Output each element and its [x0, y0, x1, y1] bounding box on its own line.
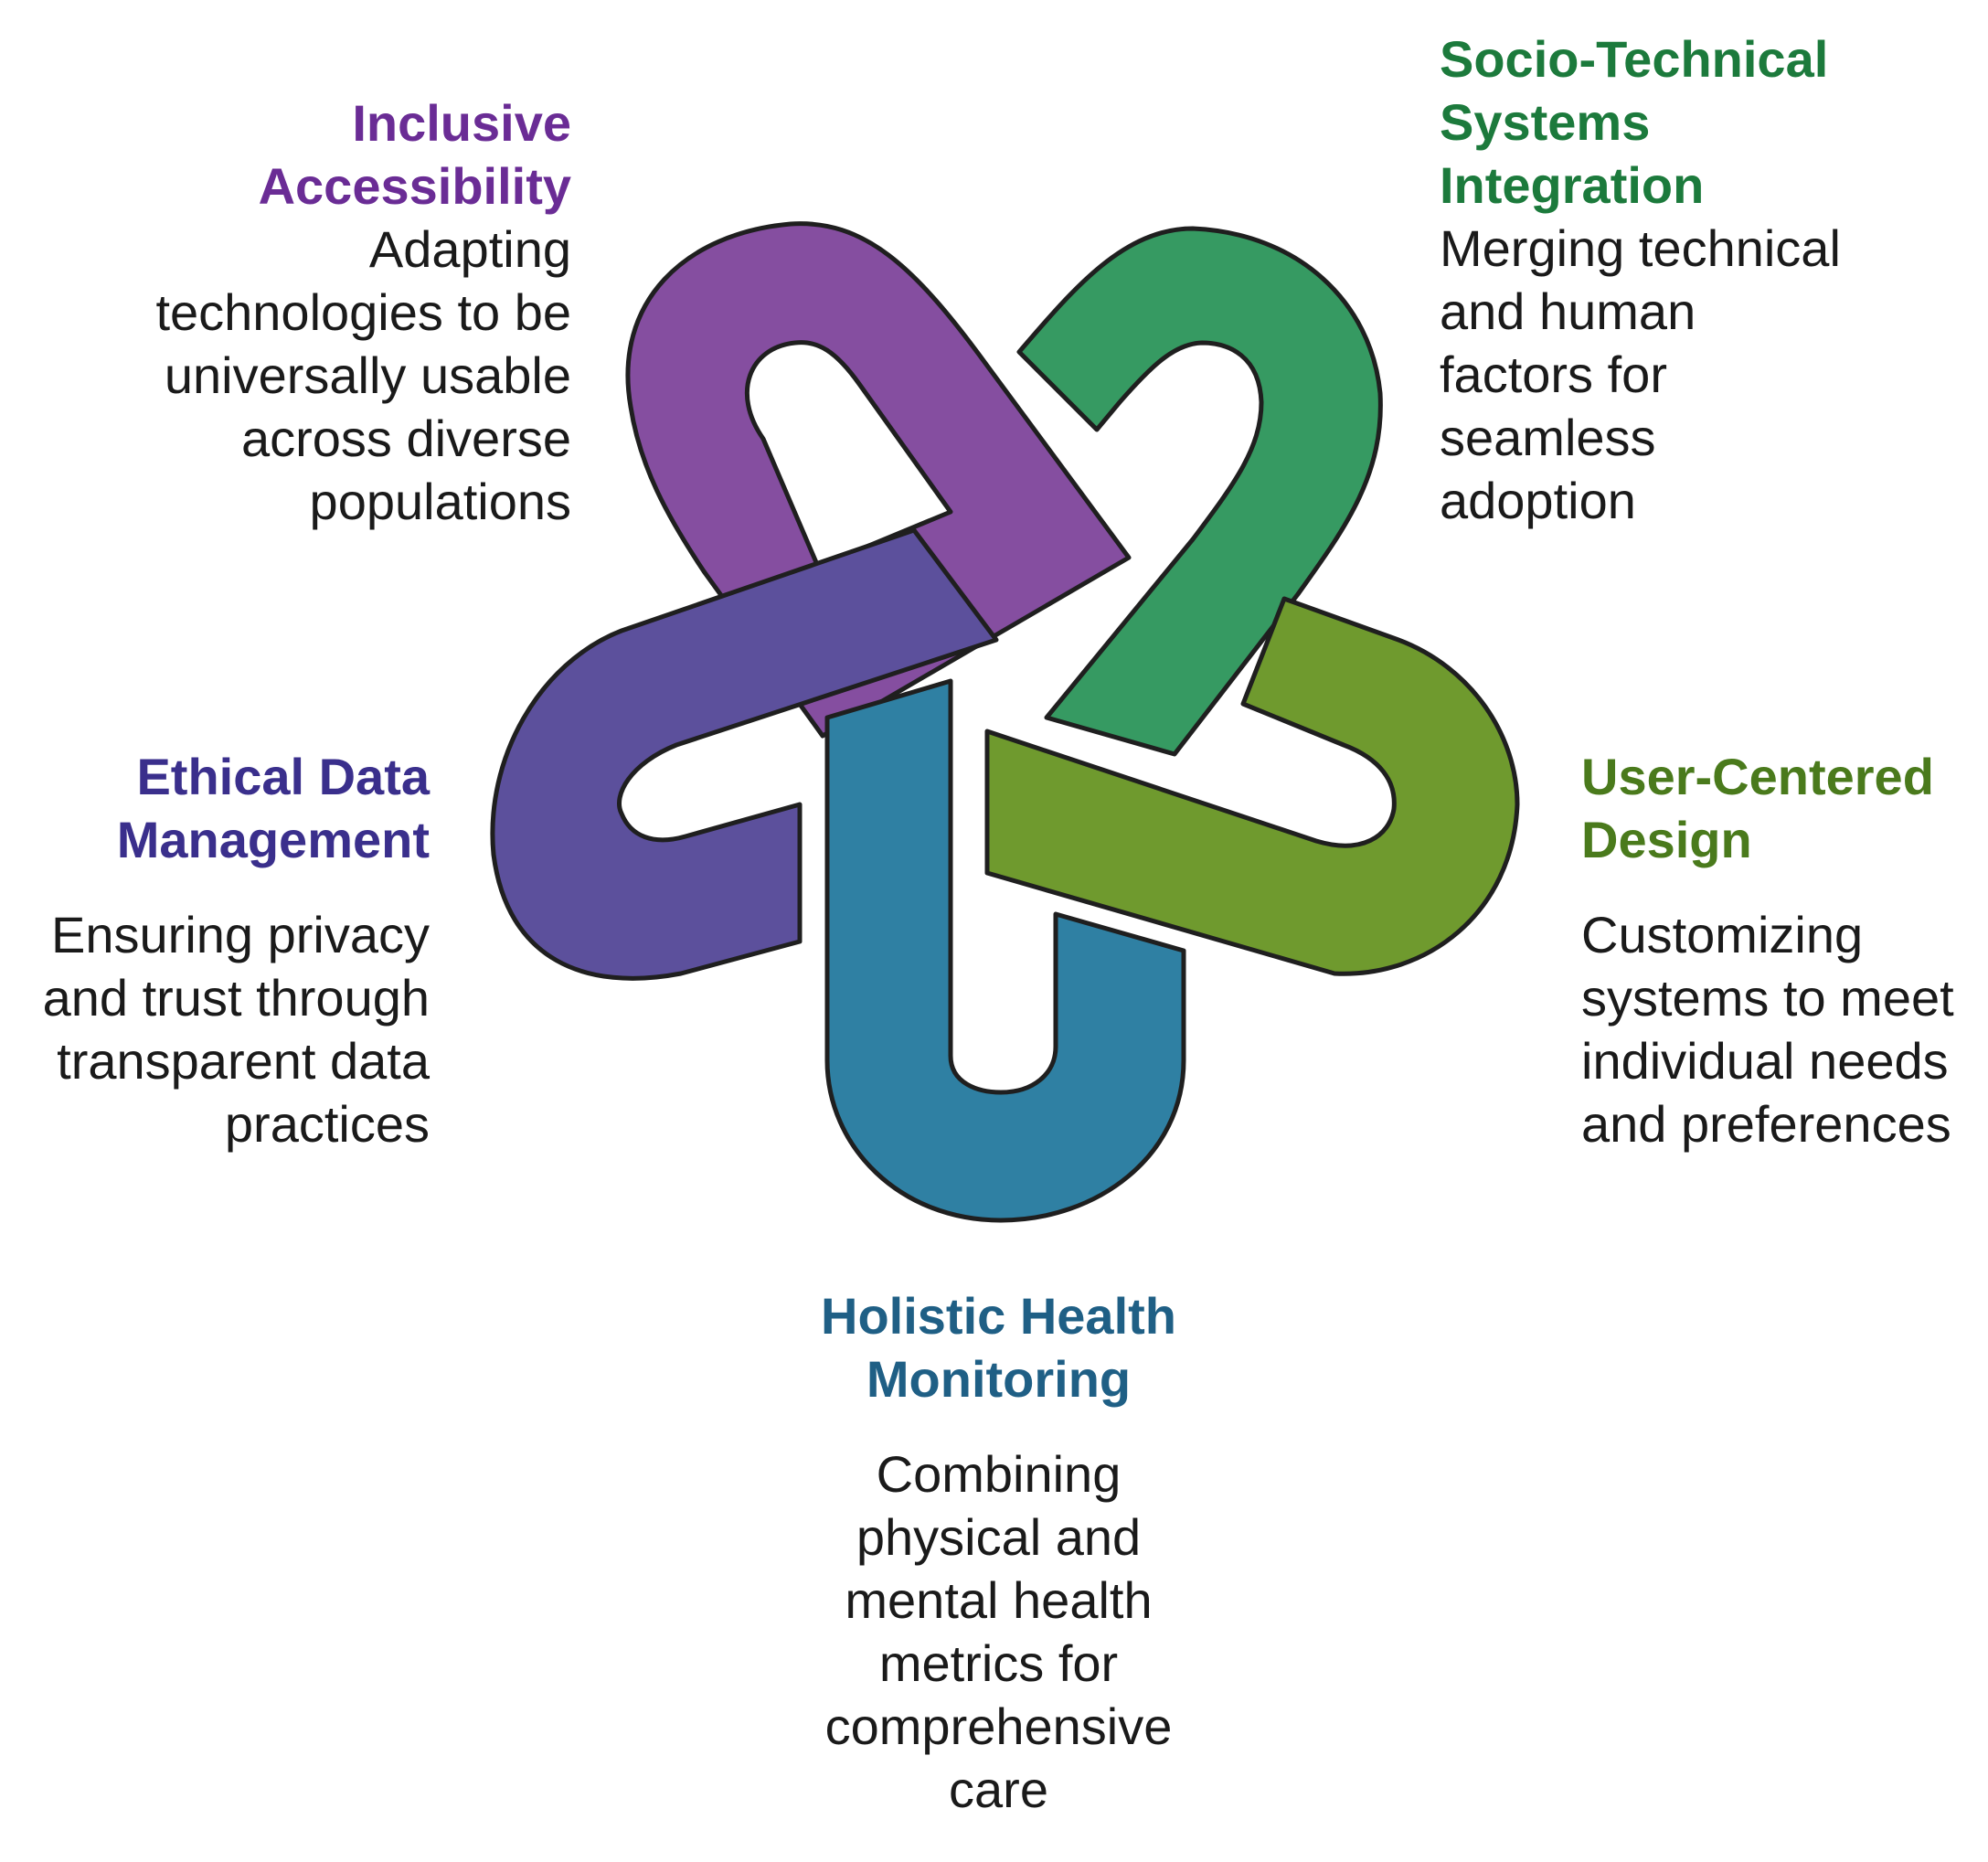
holistic-health-title-line-2: Monitoring: [866, 1350, 1132, 1408]
link-holistic: [824, 678, 1186, 1223]
user-centered-title-line-1: User-Centered: [1581, 748, 1934, 805]
description-line: seamless: [1440, 409, 1656, 466]
ethical-data-title-line-1: Ethical Data: [136, 748, 430, 805]
description-line: physical and: [856, 1508, 1142, 1566]
description-line: universally usable: [164, 346, 571, 404]
ethical-data-description: Ensuring privacy and trust through trans…: [0, 903, 430, 1155]
description-line: mental health: [845, 1571, 1153, 1629]
ethical-data-block: Ethical Data Management Ensuring privacy…: [0, 745, 430, 1155]
description-line: across diverse: [240, 410, 571, 467]
link-socio: [1016, 226, 1383, 757]
description-line: adoption: [1440, 472, 1636, 529]
description-line: Combining: [876, 1445, 1122, 1503]
socio-technical-title-line-3: Integration: [1440, 156, 1705, 214]
description-line: Adapting: [368, 220, 571, 278]
inclusive-accessibility-title-line-2: Accessibility: [258, 157, 571, 215]
description-line: care: [949, 1761, 1048, 1818]
description-line: comprehensive: [824, 1697, 1173, 1755]
socio-technical-description: Merging technical and human factors for …: [1440, 217, 1988, 532]
inclusive-accessibility-block: Inclusive Accessibility Adapting technol…: [91, 91, 571, 533]
description-line: metrics for: [878, 1634, 1119, 1692]
description-line: and preferences: [1581, 1095, 1951, 1153]
description-line: and human: [1440, 282, 1696, 340]
socio-technical-block: Socio-Technical Systems Integration Merg…: [1440, 27, 1988, 532]
link-user: [984, 596, 1520, 976]
description-line: transparent data: [57, 1032, 430, 1090]
description-line: Customizing: [1581, 906, 1864, 963]
description-line: practices: [224, 1095, 430, 1153]
description-line: Merging technical: [1440, 219, 1841, 277]
socio-technical-title-line-2: Systems: [1440, 93, 1651, 151]
description-line: and trust through: [42, 969, 430, 1027]
description-line: individual needs: [1581, 1032, 1949, 1090]
user-centered-block: User-Centered Design Customizing systems…: [1581, 745, 1988, 1155]
description-line: Ensuring privacy: [51, 906, 430, 963]
inclusive-accessibility-description: Adapting technologies to be universally …: [91, 218, 571, 533]
user-centered-description: Customizing systems to meet individual n…: [1581, 903, 1988, 1155]
socio-technical-title-line-1: Socio-Technical: [1440, 30, 1829, 88]
link-ethical: [490, 527, 999, 981]
description-line: factors for: [1440, 346, 1667, 403]
user-centered-title-line-2: Design: [1581, 811, 1752, 868]
ethical-data-title-line-2: Management: [116, 811, 430, 868]
description-line: populations: [309, 473, 571, 530]
inclusive-accessibility-title-line-1: Inclusive: [352, 94, 571, 152]
holistic-health-title-line-1: Holistic Health: [821, 1287, 1176, 1345]
holistic-health-block: Holistic Health Monitoring Combining phy…: [759, 1284, 1239, 1821]
description-line: systems to meet: [1581, 969, 1954, 1027]
holistic-health-description: Combining physical and mental health met…: [759, 1442, 1239, 1821]
description-line: technologies to be: [155, 283, 571, 341]
